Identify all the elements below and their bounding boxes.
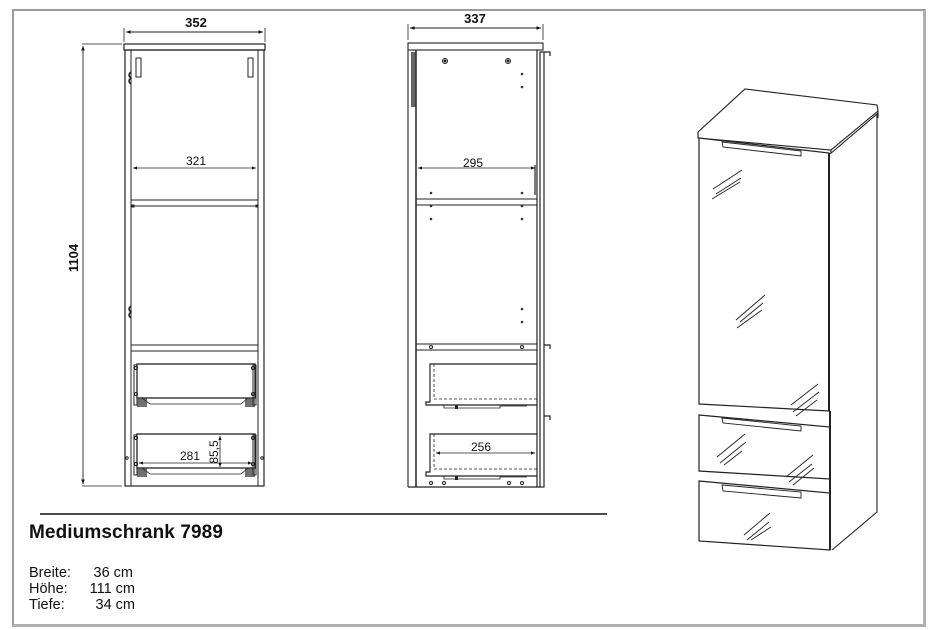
spec-value: 111 cm (89, 581, 135, 597)
spec-value: 34 cm (95, 597, 136, 613)
side-view (407, 24, 551, 488)
spec-label: Höhe: (29, 581, 68, 597)
drawing-frame (12, 9, 926, 627)
perspective-view (697, 88, 879, 551)
spec-row-depth: Tiefe: 34 cm (29, 597, 135, 613)
side-depth-label: 337 (464, 11, 486, 26)
front-height-label: 1104 (66, 243, 81, 272)
front-inner-width-label: 321 (186, 154, 206, 168)
spec-value: 36 cm (93, 565, 134, 581)
product-title: Mediumschrank 7989 (29, 522, 223, 543)
drawer-depth-label: 256 (471, 440, 491, 454)
drawer-inner-height-label: 85,5 (207, 440, 221, 464)
front-view (81, 28, 266, 487)
spec-row-width: Breite: 36 cm (29, 565, 135, 581)
spec-label: Breite: (29, 565, 71, 581)
spec-row-height: Höhe: 111 cm (29, 581, 135, 597)
side-inner-depth-label: 295 (463, 156, 483, 170)
drawer-inner-width-label: 281 (180, 449, 200, 463)
front-width-label: 352 (185, 15, 207, 30)
spec-label: Tiefe: (29, 597, 65, 613)
spec-list: Breite: 36 cm Höhe: 111 cm Tiefe: 34 cm (29, 565, 135, 613)
